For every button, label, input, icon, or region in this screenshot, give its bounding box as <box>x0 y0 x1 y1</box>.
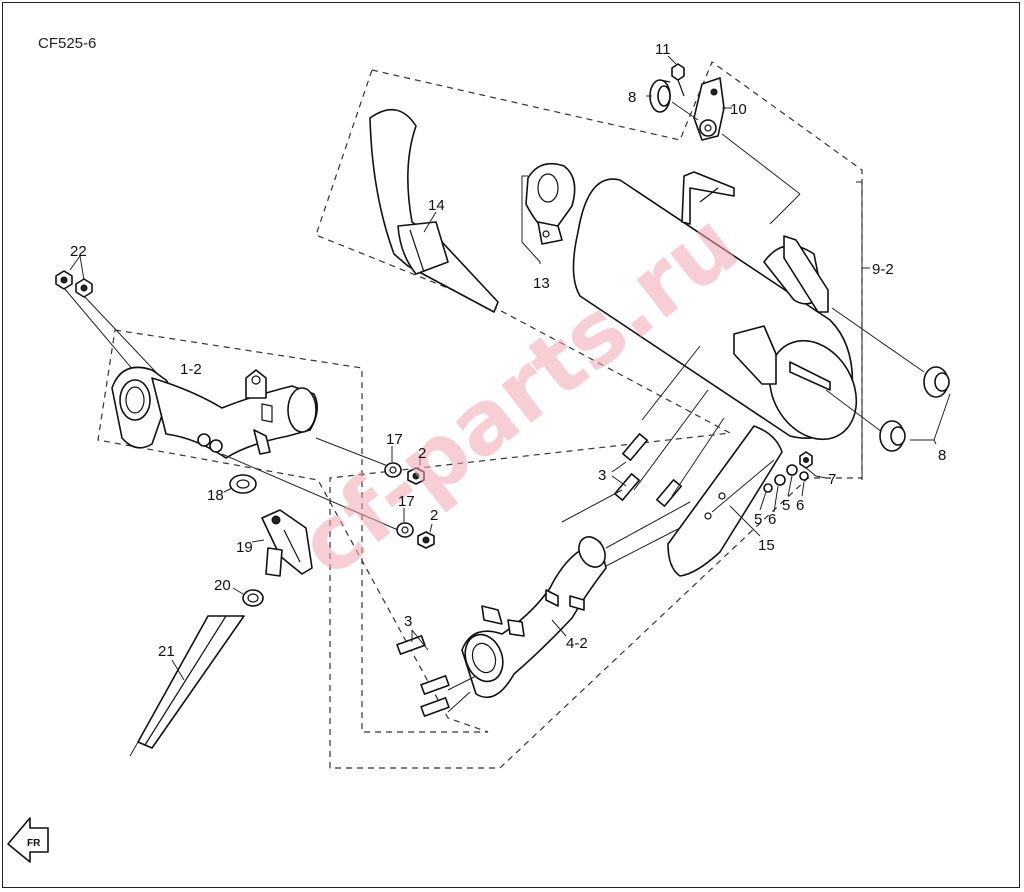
label-6-left: 6 <box>768 511 776 528</box>
label-17-upper: 17 <box>386 431 403 448</box>
label-21: 21 <box>158 643 175 660</box>
part-20-o-ring <box>242 589 264 607</box>
group-outline-header-pipe <box>97 329 489 733</box>
label-2-upper: 2 <box>418 445 426 462</box>
label-5-right: 5 <box>782 497 790 514</box>
front-direction-arrow-icon: FR <box>7 817 49 863</box>
part-4-2-rear-pipe <box>461 536 607 699</box>
label-13: 13 <box>533 275 550 292</box>
part-2-nut-upper <box>407 467 425 485</box>
label-14: 14 <box>428 197 445 214</box>
label-18: 18 <box>207 487 224 504</box>
part-7-nut <box>799 451 813 469</box>
label-8-lower: 8 <box>938 447 946 464</box>
part-10-bracket <box>693 77 725 141</box>
label-17-lower: 17 <box>398 493 415 510</box>
part-17-washer-upper <box>384 462 402 478</box>
label-22: 22 <box>70 243 87 260</box>
label-10: 10 <box>730 101 747 118</box>
label-15: 15 <box>758 537 775 554</box>
part-6-washer <box>763 474 786 493</box>
label-3-upper: 3 <box>598 467 606 484</box>
diagram-code: CF525-6 <box>38 35 96 52</box>
label-3-lower: 3 <box>404 613 412 630</box>
part-19-sensor <box>261 509 313 577</box>
label-9-2: 9-2 <box>872 261 894 278</box>
part-2-nut-lower <box>417 531 435 549</box>
label-2-lower: 2 <box>430 507 438 524</box>
label-6-right: 6 <box>796 497 804 514</box>
label-8-upper: 8 <box>628 89 636 106</box>
label-5-left: 5 <box>754 511 762 528</box>
part-21-tube <box>129 615 245 757</box>
label-20: 20 <box>214 577 231 594</box>
front-indicator-label: FR <box>27 838 41 849</box>
label-7: 7 <box>828 471 836 488</box>
part-18-gasket <box>229 474 257 494</box>
label-1-2: 1-2 <box>180 361 202 378</box>
part-5-washer <box>786 464 809 481</box>
part-1-2-header-pipe <box>111 366 318 459</box>
part-8-grommet-right-upper <box>923 366 950 398</box>
part-22-bolts <box>55 270 93 298</box>
part-3-springs-lower <box>396 635 450 717</box>
part-8-grommet-right-lower <box>879 420 906 452</box>
label-4-2: 4-2 <box>566 635 588 652</box>
label-19: 19 <box>236 539 253 556</box>
part-9-2-muffler <box>572 171 858 441</box>
part-11-bolt <box>671 63 685 97</box>
part-13-clamp <box>525 162 576 245</box>
part-3-springs-upper <box>614 433 682 507</box>
part-8-grommet-upper <box>649 79 671 113</box>
group-outline-muffler <box>315 61 863 769</box>
label-11: 11 <box>655 41 671 58</box>
part-14-inlet-pipe <box>369 108 499 313</box>
